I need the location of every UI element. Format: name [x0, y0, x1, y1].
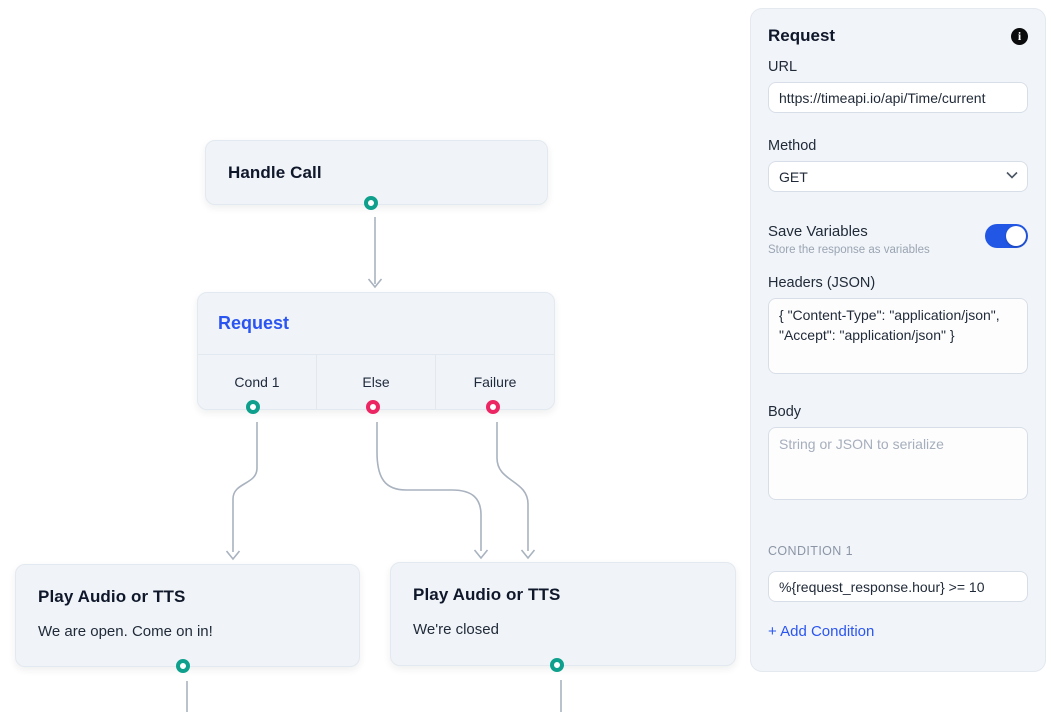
port-play-closed-out[interactable] [550, 658, 564, 672]
save-variables-toggle[interactable] [985, 224, 1028, 248]
port-request-failure[interactable] [486, 400, 500, 414]
toggle-knob [1006, 226, 1026, 246]
headers-input[interactable]: { "Content-Type": "application/json", "A… [768, 298, 1028, 374]
output-label: Cond 1 [234, 374, 280, 390]
node-message: We're closed [413, 621, 499, 638]
info-icon[interactable]: i [1011, 27, 1028, 45]
node-title: Handle Call [228, 162, 322, 182]
method-select[interactable] [768, 161, 1028, 192]
body-label: Body [768, 404, 802, 420]
node-request-outputs: Cond 1 Else Failure [198, 355, 554, 409]
url-input[interactable] [768, 82, 1028, 113]
output-else: Else [316, 355, 435, 409]
edge-arrowhead [473, 549, 489, 560]
port-request-cond1[interactable] [246, 400, 260, 414]
node-title: Request [218, 313, 290, 333]
add-condition-button[interactable]: + Add Condition [768, 623, 875, 640]
condition-1-label: CONDITION 1 [768, 544, 853, 558]
condition-1-input[interactable] [768, 571, 1028, 602]
edge-arrowhead [225, 550, 241, 561]
port-play-open-out[interactable] [176, 659, 190, 673]
node-title: Play Audio or TTS [38, 587, 186, 606]
body-input[interactable] [768, 427, 1028, 500]
node-message: We are open. Come on in! [38, 623, 213, 640]
method-label: Method [768, 138, 817, 154]
node-play-audio-open[interactable]: Play Audio or TTS We are open. Come on i… [15, 564, 360, 667]
output-failure: Failure [435, 355, 554, 409]
save-variables-description: Store the response as variables [768, 244, 930, 256]
edge-arrowhead [367, 278, 383, 289]
node-handle-call[interactable]: Handle Call [205, 140, 548, 205]
node-play-audio-closed[interactable]: Play Audio or TTS We're closed [390, 562, 736, 666]
port-handle-call-out[interactable] [364, 196, 378, 210]
request-config-panel: Request i URL Method Save Variables Stor… [750, 8, 1046, 672]
output-label: Else [362, 374, 390, 390]
output-label: Failure [473, 374, 517, 390]
edge-cond1-playopen [232, 422, 258, 552]
edge-failure-playclosed [496, 422, 529, 551]
panel-title: Request [768, 26, 836, 45]
save-variables-label: Save Variables [768, 223, 868, 240]
node-request[interactable]: Request Cond 1 Else Failure [197, 292, 555, 410]
node-request-header: Request [198, 293, 554, 355]
output-cond1: Cond 1 [198, 355, 316, 409]
flow-canvas[interactable]: Handle Call Request Cond 1 Else Failure [0, 0, 750, 712]
edge-arrowhead [520, 549, 536, 560]
node-title: Play Audio or TTS [413, 585, 561, 604]
url-label: URL [768, 59, 798, 75]
port-request-else[interactable] [366, 400, 380, 414]
edge-else-playclosed [376, 422, 482, 551]
headers-label: Headers (JSON) [768, 275, 876, 291]
